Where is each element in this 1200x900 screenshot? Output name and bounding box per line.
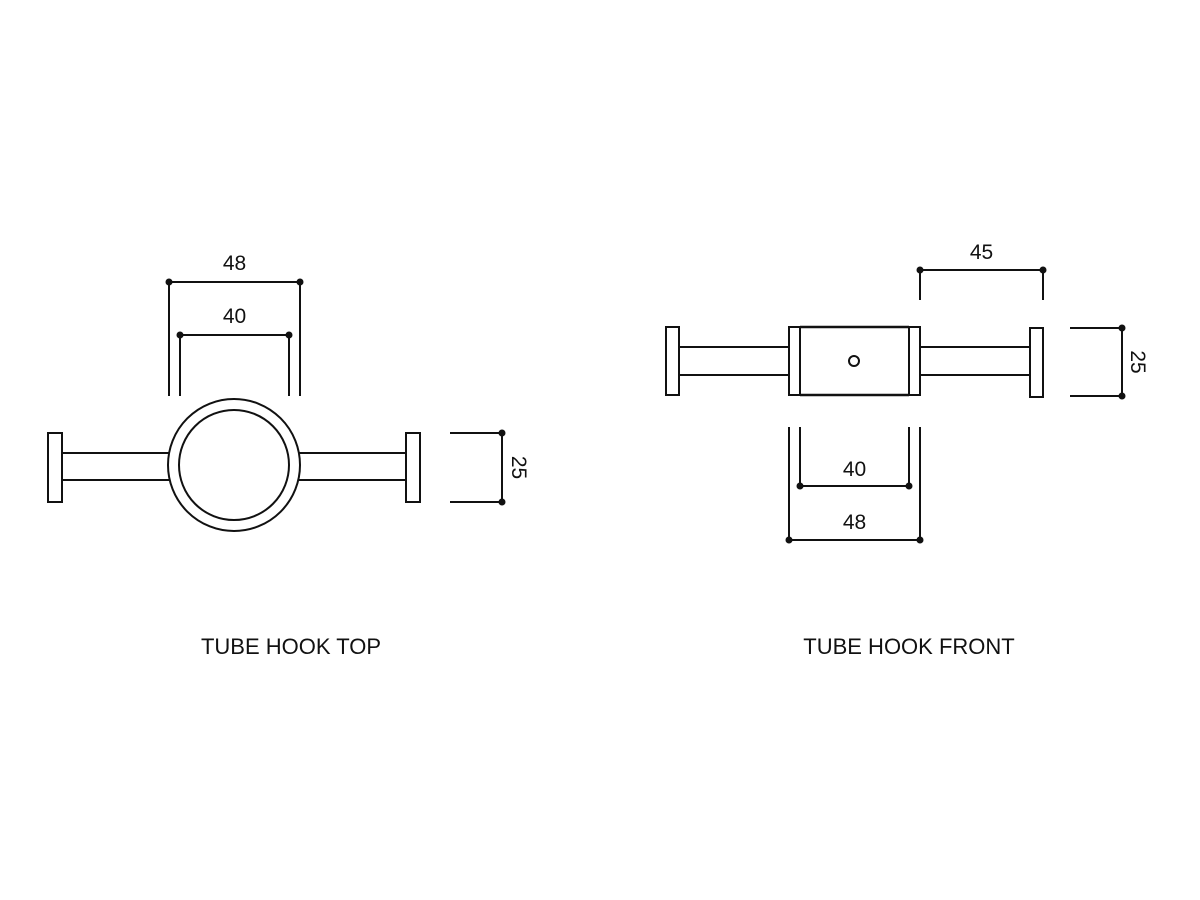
- dimension-outer-width: 48: [165, 252, 304, 396]
- view-caption-top: TUBE HOOK TOP: [200, 634, 382, 659]
- dimension-height: 25: [1070, 324, 1149, 400]
- left-arm: [665, 326, 789, 396]
- view-caption-front: TUBE HOOK FRONT: [803, 634, 1015, 659]
- screw-hole-icon: [848, 355, 860, 367]
- dimension-label: 40: [843, 458, 866, 481]
- left-end-cap: [665, 326, 680, 396]
- right-end-cap: [1029, 327, 1044, 398]
- center-block: [788, 325, 921, 397]
- right-arm: [920, 327, 1044, 398]
- dimension-label: 40: [223, 305, 246, 328]
- dimension-inner-width: 40: [176, 305, 293, 396]
- tube-hook-front-view: 45 25 40 48: [665, 241, 1149, 544]
- left-arm: [47, 432, 172, 503]
- dimension-outer-width: 48: [785, 427, 924, 544]
- dimension-label: 45: [970, 241, 993, 264]
- dimension-arm-length: 45: [916, 241, 1047, 300]
- left-end-cap: [47, 432, 63, 503]
- right-end-cap: [405, 432, 421, 503]
- outer-ring: [167, 398, 301, 532]
- dimension-height: 25: [450, 429, 530, 506]
- dimension-label: 48: [223, 252, 246, 275]
- dimension-label: 25: [1126, 350, 1149, 373]
- dimension-inner-width: 40: [796, 427, 913, 490]
- inner-ring: [178, 409, 290, 521]
- right-arm: [296, 432, 421, 503]
- dimension-label: 25: [507, 456, 530, 479]
- dimension-label: 48: [843, 511, 866, 534]
- tube-hook-top-view: 48 40 25: [47, 252, 530, 532]
